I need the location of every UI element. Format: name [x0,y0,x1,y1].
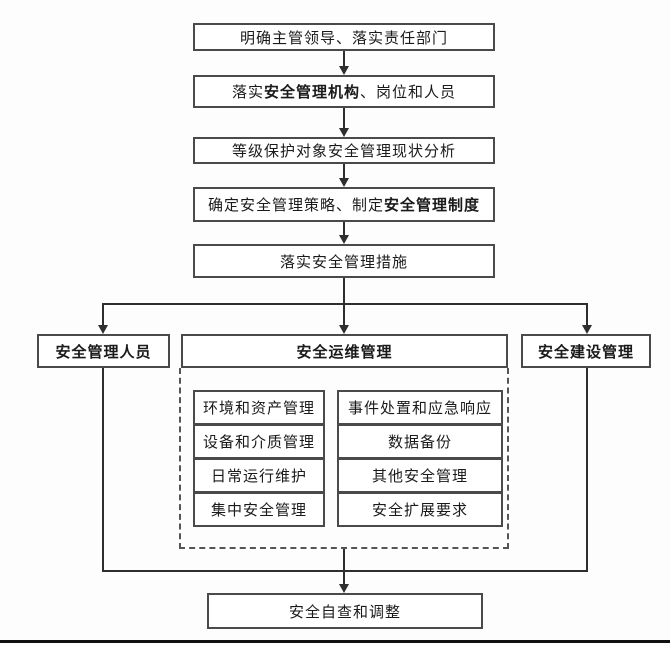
flow-step-3-label: 等级保护对象安全管理现状分析 [231,144,456,160]
ops-right-item-box: 数据备份 [337,424,503,459]
ops-right-item-label: 其他安全管理 [371,469,468,485]
flow-step-1-box: 明确主管领导、落实责任部门 [193,23,495,51]
flow-step-2-post: 、岗位和人员 [360,85,457,101]
connector-line [102,368,104,572]
ops-right-item-box: 其他安全管理 [337,458,503,493]
ops-right-item-box: 事件处置和应急响应 [337,390,503,425]
ops-left-item-label: 设备和介质管理 [202,435,315,451]
flow-step-2-box: 落实安全管理机构、岗位和人员 [193,75,495,108]
branch-line [102,303,588,305]
connector-line [343,222,345,236]
connector-line [102,303,104,326]
connector-line [343,164,345,179]
connector-line [343,51,345,67]
flow-step-5-label: 落实安全管理措施 [279,254,408,271]
branch-left-box: 安全管理人员 [37,334,170,368]
ops-left-item-box: 环境和资产管理 [193,390,325,425]
branch-right-label: 安全建设管理 [537,344,634,361]
ops-left-item-label: 集中安全管理 [210,503,307,519]
connector-line [343,108,345,129]
connector-line [343,303,345,326]
ops-right-item-label: 数据备份 [387,435,452,451]
branch-center-box: 安全运维管理 [181,334,508,368]
arrow-down-icon [339,178,349,187]
connector-line [586,303,588,326]
branch-right-box: 安全建设管理 [521,334,651,368]
ops-right-item-label: 事件处置和应急响应 [347,401,492,417]
flow-step-2-pre: 落实 [231,85,264,101]
join-line [102,570,588,572]
ops-right-item-box: 安全扩展要求 [337,492,503,527]
flow-step-4-bold: 安全管理制度 [384,198,481,214]
page-divider-rule [0,640,670,643]
arrow-down-icon [582,325,592,334]
ops-left-item-box: 日常运行维护 [193,458,325,493]
branch-left-label: 安全管理人员 [55,344,152,361]
flow-bottom-box: 安全自查和调整 [207,593,483,629]
flow-step-5-box: 落实安全管理措施 [193,244,495,278]
connector-line [343,278,345,305]
ops-left-item-box: 设备和介质管理 [193,424,325,459]
flow-step-4-pre: 确定安全管理策略、制定 [207,198,384,214]
arrow-down-icon [339,325,349,334]
connector-line [343,549,345,584]
flow-step-1-label: 明确主管领导、落实责任部门 [239,30,448,47]
ops-right-item-label: 安全扩展要求 [371,503,468,519]
branch-center-label: 安全运维管理 [296,344,393,361]
flow-bottom-label: 安全自查和调整 [288,604,401,621]
ops-left-item-box: 集中安全管理 [193,492,325,527]
flow-step-4-box: 确定安全管理策略、制定安全管理制度 [193,187,495,222]
flow-step-2-bold: 安全管理机构 [263,85,360,101]
arrow-down-icon [98,325,108,334]
ops-left-item-label: 日常运行维护 [210,469,307,485]
flow-step-2-label: 落实安全管理机构、岗位和人员 [232,81,456,102]
ops-dashed-container [179,368,509,549]
connector-line [586,368,588,572]
flow-step-3-box: 等级保护对象安全管理现状分析 [193,137,495,164]
arrow-down-icon [339,584,349,593]
arrow-down-icon [339,128,349,137]
flow-step-4-label: 确定安全管理策略、制定安全管理制度 [208,194,480,215]
arrow-down-icon [339,66,349,75]
ops-left-item-label: 环境和资产管理 [202,401,315,417]
arrow-down-icon [339,235,349,244]
